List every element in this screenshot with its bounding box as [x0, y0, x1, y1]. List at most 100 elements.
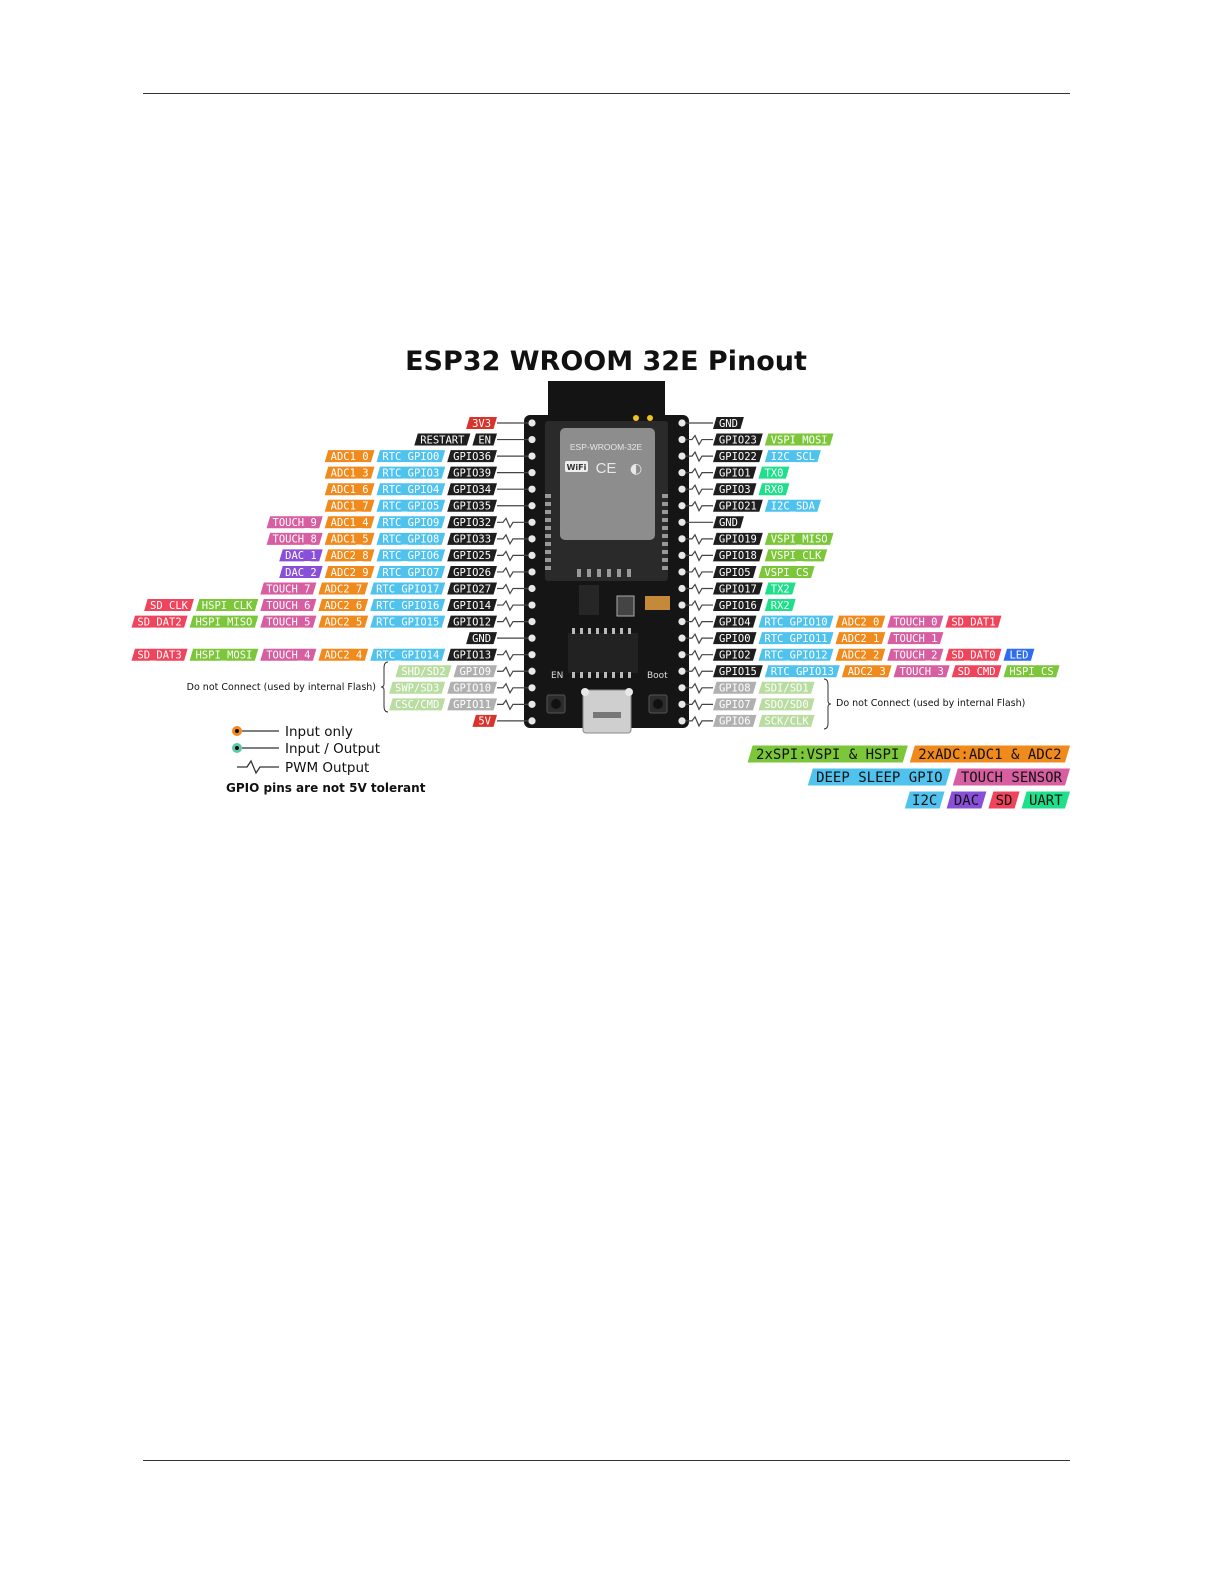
pwm-connector — [497, 682, 528, 695]
pin-label-rtc-gpio14: RTC_GPIO14 — [370, 648, 446, 662]
pin-label-bg — [472, 433, 497, 446]
pin-label-bg — [758, 483, 790, 496]
pin-label-text: GPIO22 — [719, 451, 757, 463]
header-pin[interactable] — [678, 634, 686, 642]
header-pin[interactable] — [528, 634, 536, 642]
pin-label-adc2-9: ADC2_9 — [324, 565, 375, 579]
usb-port[interactable] — [582, 689, 632, 734]
pin-label-bg — [887, 632, 944, 645]
pin-label-adc2-6: ADC2_6 — [318, 599, 369, 612]
header-pin[interactable] — [678, 618, 686, 626]
pin-label-bg — [447, 549, 497, 562]
pwm-connector — [686, 450, 713, 463]
pin-label-adc1-3: ADC1_3 — [324, 466, 375, 479]
header-pin[interactable] — [528, 717, 536, 725]
header-pin[interactable] — [528, 535, 536, 543]
header-pin[interactable] — [528, 452, 536, 460]
header-pin[interactable] — [528, 518, 536, 526]
pin-label-text: LED — [1009, 650, 1028, 662]
module-pad — [545, 502, 551, 506]
header-pin[interactable] — [528, 469, 536, 477]
header-pin[interactable] — [528, 502, 536, 510]
pin-label-bg — [376, 516, 446, 529]
header-pin[interactable] — [678, 419, 686, 427]
left-pin-row: 3V3 — [466, 417, 528, 430]
pin-label-bg — [260, 599, 317, 612]
pin-label-bg — [447, 516, 497, 529]
pin-label-gpio22: GPIO22 — [713, 450, 763, 463]
antenna-area — [548, 381, 665, 421]
header-pin[interactable] — [678, 469, 686, 477]
pin-label-en: EN — [472, 433, 497, 446]
header-pin[interactable] — [678, 551, 686, 560]
pin-label-text: SD_DAT3 — [137, 650, 181, 662]
boot-silk: Boot — [647, 671, 668, 681]
header-pin[interactable] — [678, 435, 686, 444]
pin-label-text: RTC_GPIO3 — [382, 467, 439, 479]
header-pin[interactable] — [528, 419, 536, 427]
pin-label-hspi-cs: HSPI_CS — [1003, 665, 1060, 678]
pin-label-adc1-0: ADC1_0 — [324, 450, 375, 463]
header-pin[interactable] — [678, 684, 686, 692]
pin-label-text: SHD/SD2 — [401, 666, 445, 678]
tolerance-warning: GPIO pins are not 5V tolerant — [226, 781, 426, 795]
pwm-connector — [686, 616, 713, 628]
header-pin[interactable] — [528, 568, 536, 576]
header-pin[interactable] — [528, 551, 536, 560]
module-pad — [617, 569, 621, 577]
header-pin[interactable] — [528, 584, 536, 593]
chip-leg — [628, 628, 631, 634]
header-pin[interactable] — [528, 485, 536, 493]
header-pin[interactable] — [528, 601, 536, 609]
pin-label-text: GPIO5 — [719, 567, 751, 579]
chip-leg — [612, 672, 615, 678]
header-pin[interactable] — [678, 667, 686, 675]
header-pin[interactable] — [528, 618, 536, 626]
header-pin[interactable] — [678, 601, 686, 609]
pin-label-text: DAC_2 — [285, 567, 317, 579]
pin-label-text: ADC2_2 — [841, 650, 879, 662]
pin-label-text: TOUCH_1 — [893, 633, 937, 645]
header-pin[interactable] — [678, 700, 686, 708]
header-pin[interactable] — [678, 485, 686, 493]
header-pin[interactable] — [528, 435, 536, 444]
header-pin[interactable] — [528, 700, 536, 708]
module-pad — [545, 550, 551, 554]
header-pin[interactable] — [678, 518, 686, 526]
header-pin[interactable] — [678, 502, 686, 510]
pin-label-bg — [324, 549, 375, 562]
header-pin[interactable] — [528, 684, 536, 692]
pin-label-gpio27: GPIO27 — [447, 582, 497, 595]
header-pin[interactable] — [528, 651, 536, 659]
header-pin[interactable] — [678, 717, 686, 725]
pwm-connector — [497, 566, 528, 579]
pin-label-text: RTC_GPIO9 — [382, 517, 439, 529]
usb-port-slot — [593, 712, 621, 718]
pin-label-rtc-gpio5: RTC_GPIO5 — [376, 499, 446, 513]
header-pin[interactable] — [678, 535, 686, 543]
pin-label-gpio19: GPIO19 — [713, 532, 763, 546]
pin-label-gpio11: GPIO11 — [447, 698, 497, 711]
pin-label-bg — [764, 499, 821, 512]
pin-label-text: RTC_GPIO0 — [382, 451, 439, 463]
pin-label-rtc-gpio7: RTC_GPIO7 — [376, 565, 446, 579]
pin-label-bg — [447, 565, 497, 578]
pin-label-bg — [764, 549, 828, 562]
pin-label-text: ADC1_4 — [331, 517, 369, 529]
pin-label-bg — [713, 516, 744, 529]
header-pin[interactable] — [678, 651, 686, 659]
header-pin[interactable] — [678, 568, 686, 576]
module-pad — [545, 510, 551, 514]
pin-label-gpio7: GPIO7 — [713, 698, 757, 711]
category-bg — [904, 791, 945, 809]
header-pin[interactable] — [678, 452, 686, 460]
pin-label-bg — [260, 615, 317, 628]
pin-label-text: ADC1_5 — [331, 534, 369, 546]
pin-label-bg — [447, 450, 497, 463]
header-pin[interactable] — [528, 667, 536, 675]
pin-label-adc2-3: ADC2_3 — [841, 665, 892, 678]
header-pin[interactable] — [678, 584, 686, 593]
pin-label-text: GPIO12 — [453, 616, 491, 628]
pwm-connector — [497, 699, 528, 711]
